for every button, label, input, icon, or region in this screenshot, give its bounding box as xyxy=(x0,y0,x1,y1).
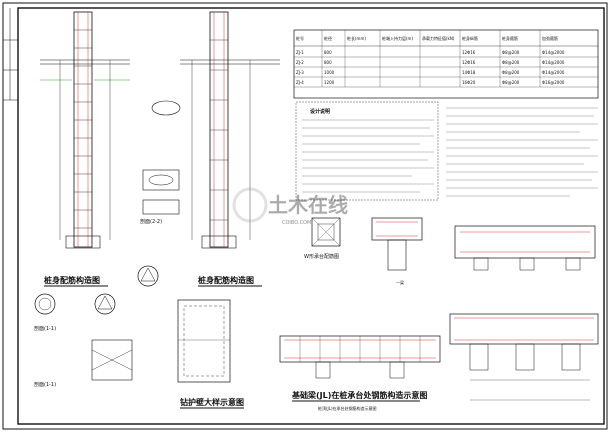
th-6: 桩身箍筋 xyxy=(502,35,518,41)
th-2: 桩长(mm) xyxy=(347,35,366,41)
lower-right-cap xyxy=(449,313,599,401)
beam-label: 一梁 xyxy=(396,279,404,285)
section-2-2 xyxy=(142,169,180,215)
inner-frame xyxy=(17,7,605,425)
cell-1-6: Φ8@200 xyxy=(502,60,520,65)
cell-1-5: 12Φ16 xyxy=(462,60,476,65)
w-cap-title: W形承台配筋图 xyxy=(304,253,339,260)
table-header: 桩号 桩径 桩长(mm) 桩端入持力层(m) 承载力特征值(kN) 桩身纵筋 桩… xyxy=(296,35,558,41)
pile-rebar-title: 桩身配筋构造图 xyxy=(198,275,254,285)
cap-plan-drawing xyxy=(177,299,231,383)
cell-2-6: Φ8@200 xyxy=(502,70,520,75)
foundation-note: 桩顶(JL)在承台处钢筋构造示意图 xyxy=(318,405,377,411)
cell-0-6: Φ8@200 xyxy=(502,50,520,55)
right-cap-detail xyxy=(454,225,596,271)
watermark-text: 土木在线 xyxy=(268,193,348,217)
cell-2-7: Φ14@2000 xyxy=(542,70,565,75)
section-1-1-label: 剖面(1-1) xyxy=(34,325,56,332)
foundation-beam-title: 基础梁(JL)在桩承台处钢筋构造示意图 xyxy=(291,390,427,400)
watermark-url: COIBO.COM xyxy=(282,220,311,226)
title-block xyxy=(3,8,18,101)
pile-drawing-left xyxy=(40,11,130,249)
th-1: 桩径 xyxy=(324,35,332,41)
cell-2-0: ZJ-3 xyxy=(296,70,304,75)
cell-2-1: 1000 xyxy=(324,70,335,75)
cap-plan-title: 钻护壁大样示意图 xyxy=(180,397,244,407)
section-1-1b-label: 剖面(1-1) xyxy=(34,381,56,388)
foundation-beam-detail xyxy=(279,335,441,379)
beam-column-detail xyxy=(371,217,423,271)
section-2-2-label: 剖面(2-2) xyxy=(140,218,162,225)
cell-3-6: Φ8@200 xyxy=(502,80,520,85)
cell-0-1: 800 xyxy=(324,50,332,55)
pile-drawing-middle xyxy=(151,11,280,249)
cell-0-5: 12Φ16 xyxy=(462,50,476,55)
w-cap-drawing xyxy=(311,217,341,247)
cell-3-7: Φ16@2000 xyxy=(542,80,565,85)
notes-heading: 设计说明 xyxy=(310,108,330,115)
notes-block xyxy=(295,101,598,201)
th-0: 桩号 xyxy=(296,35,304,41)
cell-1-1: 800 xyxy=(324,60,332,65)
cell-3-1: 1200 xyxy=(324,80,335,85)
pile-table xyxy=(293,29,599,99)
table-body: ZJ-1 800 12Φ16 Φ8@200 Φ14@2000 ZJ-2 800 … xyxy=(296,50,565,85)
th-5: 桩身纵筋 xyxy=(462,35,478,41)
watermark xyxy=(232,187,268,223)
cell-0-7: Φ14@2000 xyxy=(542,50,565,55)
cell-2-5: 14Φ18 xyxy=(462,70,476,75)
cell-3-0: ZJ-4 xyxy=(296,80,304,85)
cell-1-0: ZJ-2 xyxy=(296,60,304,65)
cell-0-0: ZJ-1 xyxy=(296,50,304,55)
cell-1-7: Φ14@2000 xyxy=(542,60,565,65)
th-7: 加劲箍筋 xyxy=(542,35,558,41)
section-circles xyxy=(34,265,159,381)
th-4: 承载力特征值(kN) xyxy=(422,35,455,41)
cell-3-5: 16Φ20 xyxy=(462,80,476,85)
pile-cap-title: 桩身配筋构造图 xyxy=(44,275,100,285)
th-3: 桩端入持力层(m) xyxy=(382,35,413,41)
